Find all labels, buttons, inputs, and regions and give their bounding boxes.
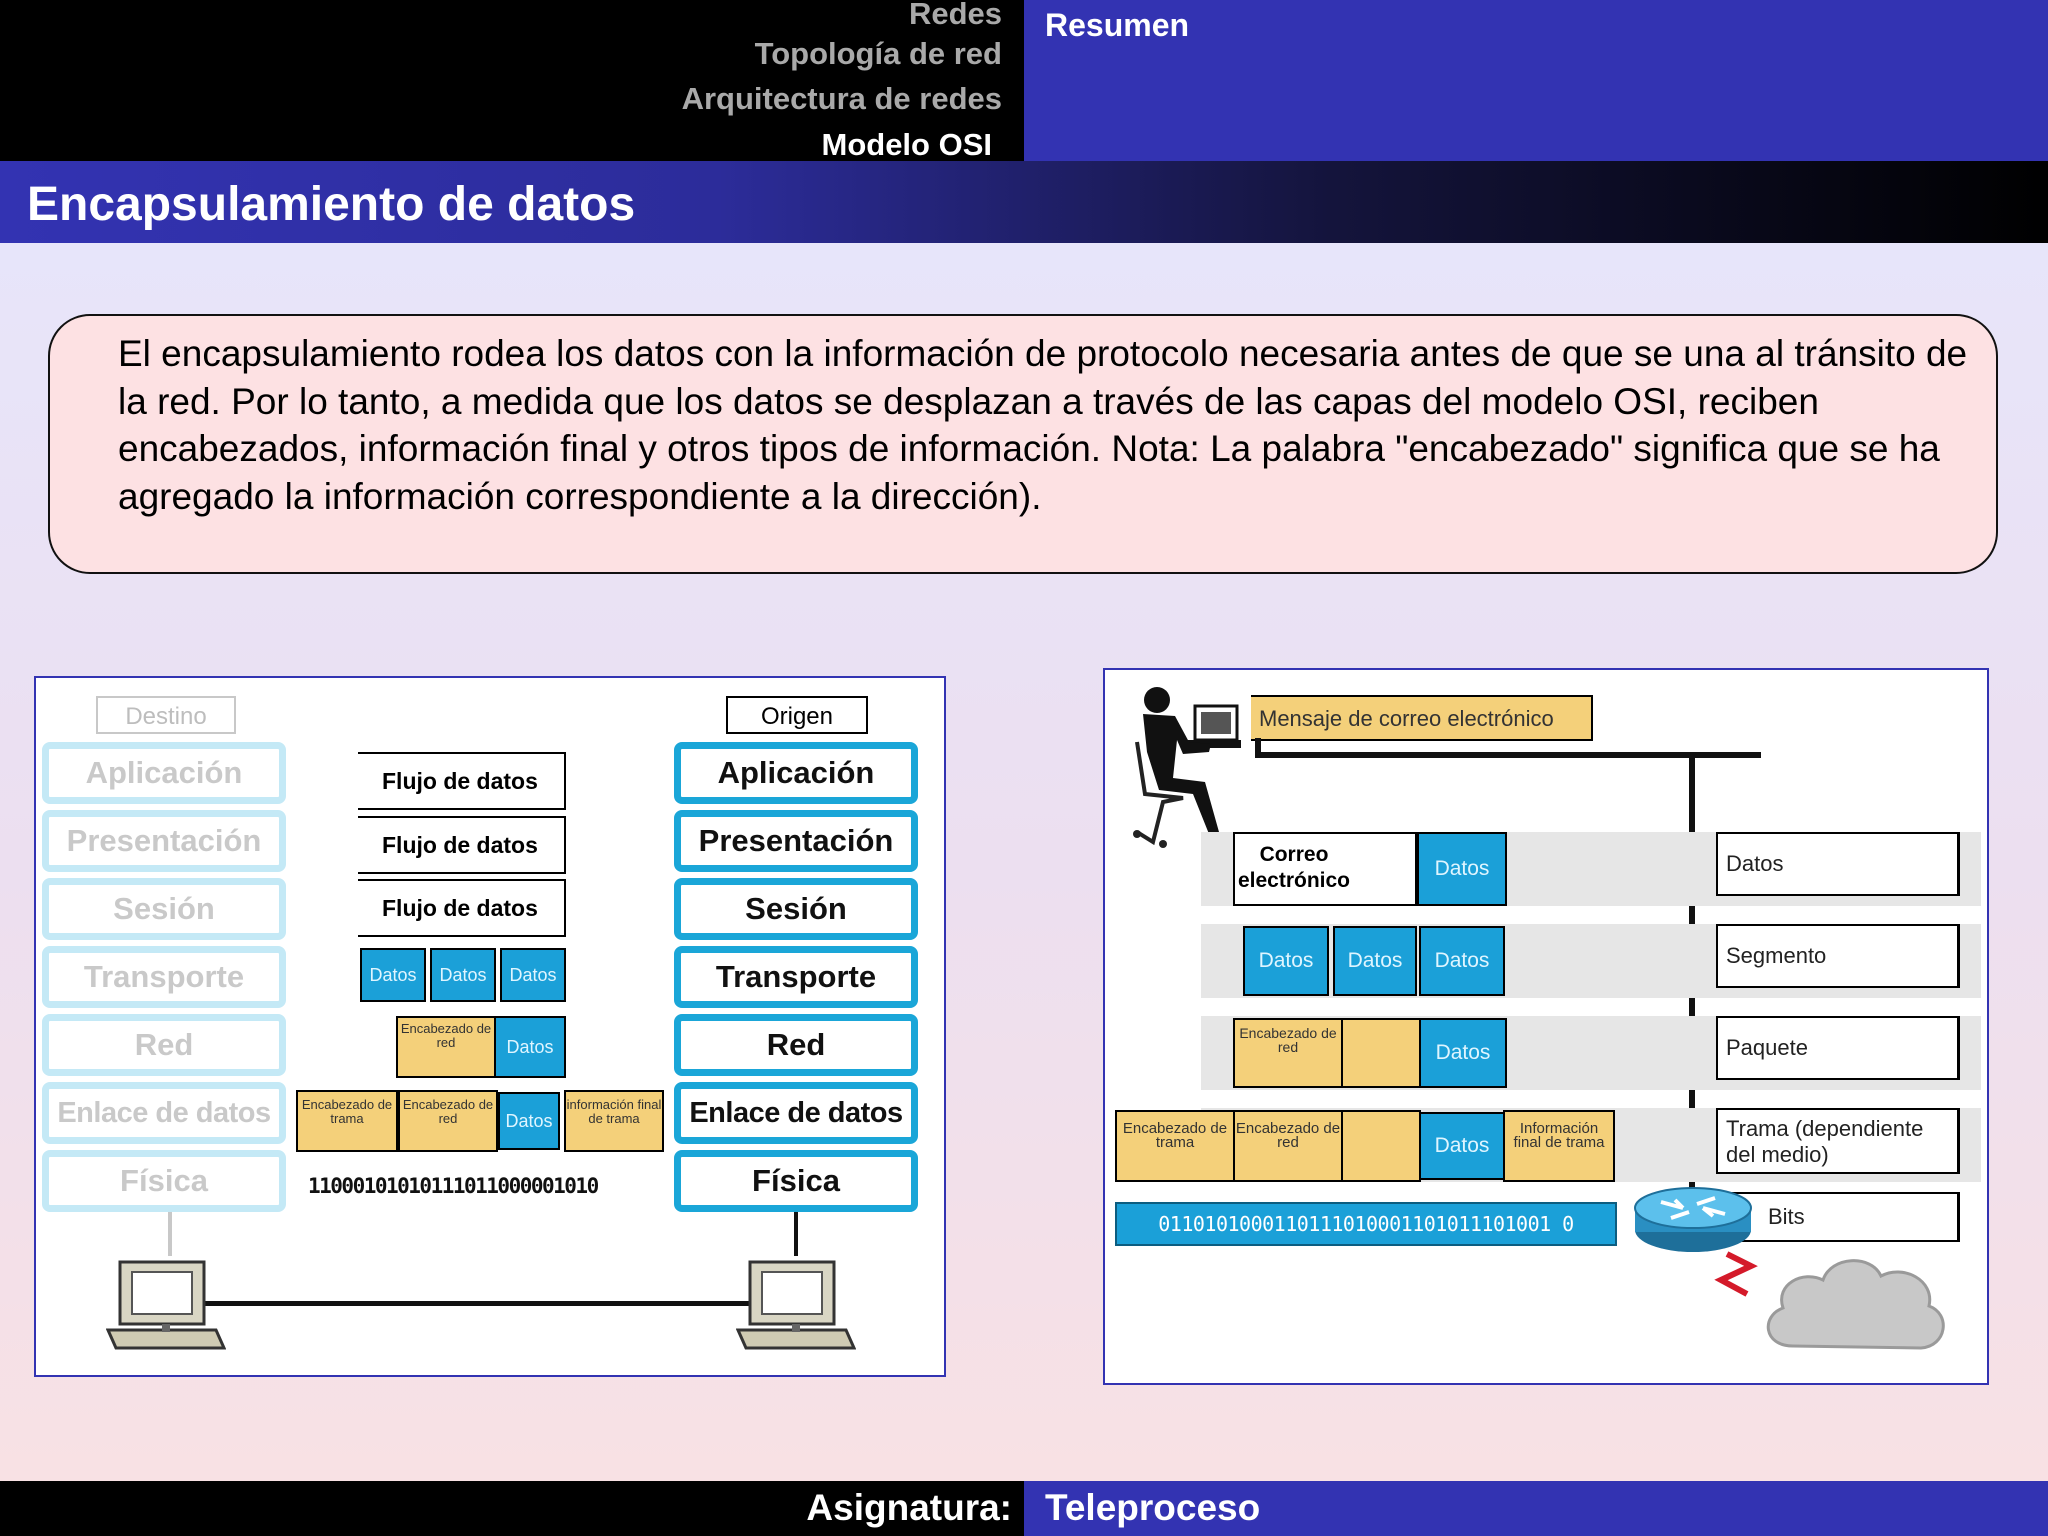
row3-encabezado-red: Encabezado de red	[1233, 1018, 1343, 1088]
footer-value-area: Teleproceso	[1024, 1481, 2048, 1536]
row1-datos: Datos	[1417, 832, 1507, 906]
router-icon	[1634, 1187, 1758, 1297]
message-line-horizontal	[1255, 752, 1761, 758]
label-paquete: Paquete	[1716, 1016, 1960, 1080]
flujo-datos-presentacion: Flujo de datos	[358, 816, 566, 874]
email-encapsulation-figure: Mensaje de correo electrónico Correo ele…	[1103, 668, 1989, 1385]
message-line-stub	[1255, 738, 1261, 756]
label-segmento: Segmento	[1716, 924, 1960, 988]
header-navigation: Redes Topología de red Arquitectura de r…	[0, 0, 1024, 162]
nav-item-redes[interactable]: Redes	[908, 0, 1002, 31]
section-resumen[interactable]: Resumen	[1045, 7, 1190, 43]
flujo-datos-sesion: Flujo de datos	[358, 879, 566, 937]
packet-encabezado-red: Encabezado de red	[396, 1016, 496, 1078]
dest-link-vertical	[168, 1212, 172, 1256]
frame-encabezado-red: Encabezado de red	[398, 1090, 498, 1152]
row4-encabezado-red: Encabezado de red	[1233, 1110, 1343, 1182]
row3-spacer	[1341, 1018, 1421, 1088]
dest-layer-aplicacion: Aplicación	[42, 742, 286, 804]
row4-spacer	[1341, 1110, 1421, 1182]
src-layer-aplicacion: Aplicación	[674, 742, 918, 804]
email-message-label: Mensaje de correo electrónico	[1251, 695, 1593, 741]
dest-layer-enlace: Enlace de datos	[42, 1082, 286, 1144]
footer-subject: Teleproceso	[1045, 1487, 1261, 1528]
segment-datos-1: Datos	[360, 948, 426, 1002]
correo-electronico-box: Correo electrónico	[1233, 832, 1417, 906]
header-section: Resumen	[1024, 0, 2048, 161]
label-datos: Datos	[1716, 832, 1960, 896]
nav-item-modelo-osi[interactable]: Modelo OSI	[821, 127, 993, 162]
page-title: Encapsulamiento de datos	[27, 178, 636, 231]
row2-datos-1: Datos	[1243, 926, 1329, 996]
label-trama: Trama (dependiente del medio)	[1716, 1108, 1960, 1174]
frame-datos: Datos	[498, 1092, 560, 1150]
nav-item-topologia[interactable]: Topología de red	[754, 36, 1002, 71]
dest-layer-transporte: Transporte	[42, 946, 286, 1008]
row4-informacion-final: Información final de trama	[1503, 1110, 1615, 1182]
frame-informacion-final: información final de trama	[564, 1090, 664, 1152]
flujo-datos-aplicacion: Flujo de datos	[358, 752, 566, 810]
row4-encabezado-trama: Encabezado de trama	[1115, 1110, 1235, 1182]
segment-datos-3: Datos	[500, 948, 566, 1002]
source-computer-icon	[736, 1260, 856, 1350]
title-bar: Encapsulamiento de datos	[0, 161, 2048, 243]
dest-layer-fisica: Física	[42, 1150, 286, 1212]
src-layer-red: Red	[674, 1014, 918, 1076]
physical-bits: 11000101010111011000001010	[308, 1174, 599, 1198]
destination-computer-icon	[106, 1260, 226, 1350]
nav-item-arquitectura[interactable]: Arquitectura de redes	[681, 81, 1002, 116]
origen-label: Origen	[726, 696, 868, 734]
row2-datos-3: Datos	[1419, 926, 1505, 996]
src-layer-sesion: Sesión	[674, 878, 918, 940]
segment-datos-2: Datos	[430, 948, 496, 1002]
description-text: El encapsulamiento rodea los datos con l…	[118, 333, 1968, 517]
dest-layer-red: Red	[42, 1014, 286, 1076]
src-layer-presentacion: Presentación	[674, 810, 918, 872]
footer-label: Asignatura:	[806, 1487, 1012, 1528]
row4-datos: Datos	[1419, 1112, 1505, 1180]
dest-layer-presentacion: Presentación	[42, 810, 286, 872]
destino-label: Destino	[96, 696, 236, 734]
network-cloud-icon	[1766, 1259, 1945, 1350]
bits-bar: 0110101000110111010001101011101001 0	[1115, 1202, 1617, 1246]
frame-encabezado-trama: Encabezado de trama	[296, 1090, 398, 1152]
row2-datos-2: Datos	[1333, 926, 1417, 996]
packet-datos: Datos	[494, 1016, 566, 1078]
src-layer-transporte: Transporte	[674, 946, 918, 1008]
osi-encapsulation-figure: Destino Origen Aplicación Presentación S…	[34, 676, 946, 1377]
network-cable	[196, 1301, 796, 1306]
footer-label-area: Asignatura:	[0, 1481, 1024, 1536]
description-box: El encapsulamiento rodea los datos con l…	[48, 314, 1998, 574]
src-layer-fisica: Física	[674, 1150, 918, 1212]
user-at-computer-icon	[1133, 687, 1241, 848]
src-layer-enlace: Enlace de datos	[674, 1082, 918, 1144]
dest-layer-sesion: Sesión	[42, 878, 286, 940]
src-link-vertical	[794, 1212, 798, 1256]
label-bits: Bits	[1716, 1192, 1960, 1242]
row3-datos: Datos	[1419, 1018, 1507, 1088]
